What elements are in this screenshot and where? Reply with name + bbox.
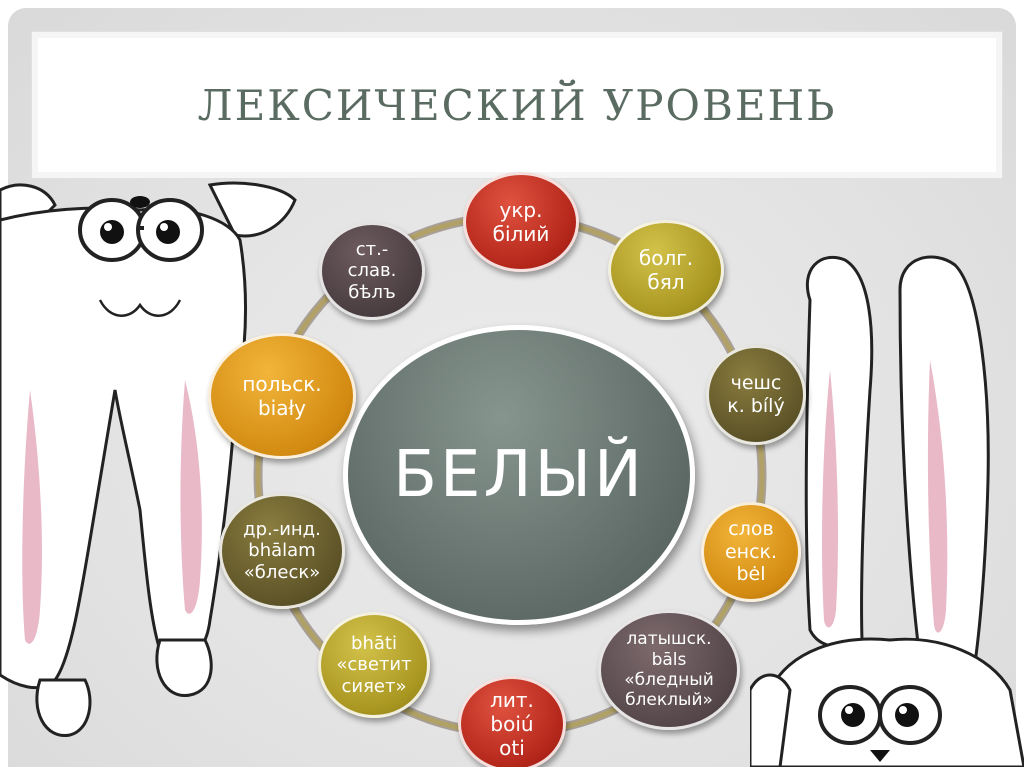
node-ukr: укр.білий [463,172,579,272]
node-line: лит. [490,688,534,712]
node-polsk: польск.biały [208,333,356,459]
node-line: блеклый» [625,690,713,710]
node-line: bāls [652,650,687,670]
center-word-circle: БЕЛЫЙ [343,325,695,625]
node-line: boiú [490,712,533,736]
node-bolg: болг.бял [608,220,724,320]
node-line: «бледный [624,670,714,690]
node-line: bėl [736,563,765,586]
node-line: бял [647,270,684,294]
node-line: bhāti [351,633,397,655]
node-line: «блеск» [244,562,320,584]
node-stslav: ст.-слав.бѣлъ [319,222,425,320]
node-line: білий [493,222,550,246]
node-line: «светит [336,654,411,676]
node-line: др.-инд. [243,519,321,541]
node-line: слов [728,518,773,541]
node-line: енск. [725,541,777,564]
node-line: укр. [500,198,543,222]
node-line: слав. [348,260,397,282]
node-line: бѣлъ [348,282,395,304]
center-word: БЕЛЫЙ [393,438,645,512]
node-line: латышск. [626,629,711,649]
node-line: oti [499,736,525,760]
node-line: сияет» [342,676,407,698]
node-line: к. bílý [727,395,784,418]
node-line: польск. [242,372,321,396]
node-line: ст.- [356,239,389,261]
node-line: biały [258,396,306,420]
node-line: чешс [731,372,782,395]
node-line: болг. [639,246,693,270]
node-drind: др.-инд.bhālam«блеск» [219,493,345,609]
node-line: bhālam [248,540,315,562]
